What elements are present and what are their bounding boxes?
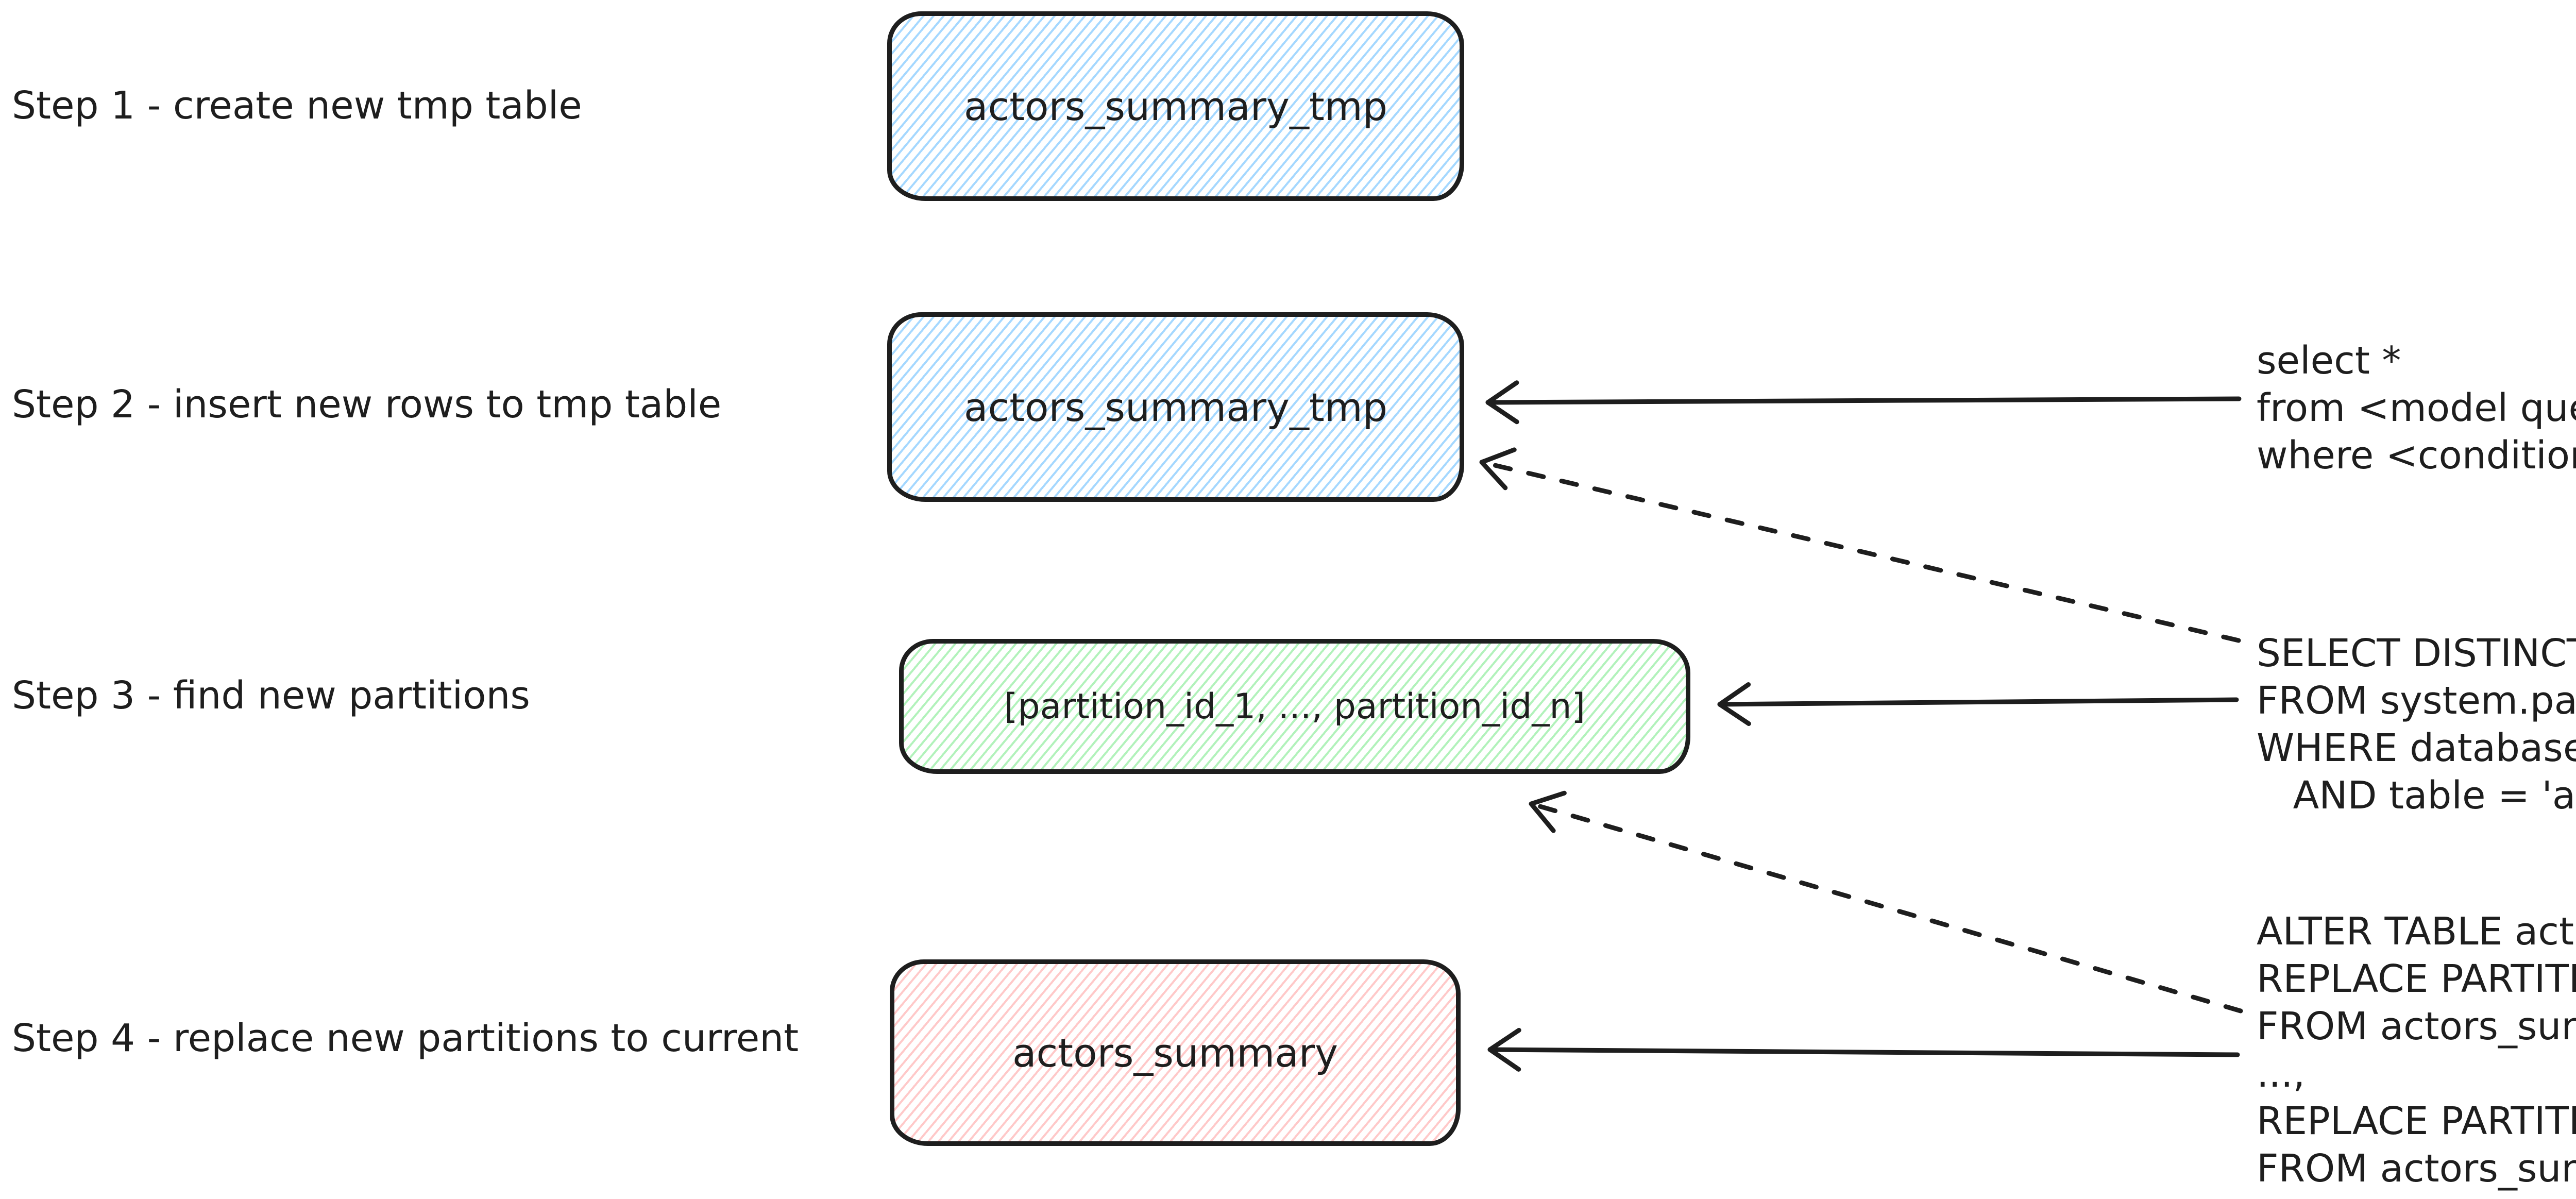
step-1-label: Step 1 - create new tmp table <box>12 83 582 128</box>
node-label: actors_summary_tmp <box>963 384 1388 430</box>
step-2-label: Step 2 - insert new rows to tmp table <box>12 382 722 427</box>
node-label: [partition_id_1, ..., partition_id_n] <box>1004 686 1586 727</box>
arrow-insert-sql-to-tmp-table <box>1485 380 2242 425</box>
step-3-node-box: [partition_id_1, ..., partition_id_n] <box>899 639 1690 774</box>
step-4-label: Step 4 - replace new partitions to curre… <box>12 1016 799 1060</box>
node-label: actors_summary_tmp <box>963 83 1388 129</box>
find-partitions-sql: SELECT DISTINCT partition_id FROM system… <box>2257 631 2576 818</box>
step-3-label: Step 3 - find new partitions <box>12 673 530 718</box>
dashed-arrow-replace-sql-to-partition-list <box>1529 790 2243 1014</box>
node-label: actors_summary <box>1012 1029 1338 1076</box>
replace-partitions-sql: ALTER TABLE actors_summary REPLACE PARTI… <box>2257 909 2576 1191</box>
step-1-node-box: actors_summary_tmp <box>887 11 1464 201</box>
arrow-find-sql-to-partition-list <box>1717 682 2239 726</box>
dashed-arrow-find-sql-to-tmp-table <box>1479 447 2241 643</box>
arrow-replace-sql-to-actors-summary <box>1487 1027 2240 1072</box>
insert-select-sql: select * from <model query> where <condi… <box>2257 339 2576 478</box>
step-2-node-box: actors_summary_tmp <box>887 312 1464 502</box>
step-4-node-box: actors_summary <box>890 959 1461 1146</box>
